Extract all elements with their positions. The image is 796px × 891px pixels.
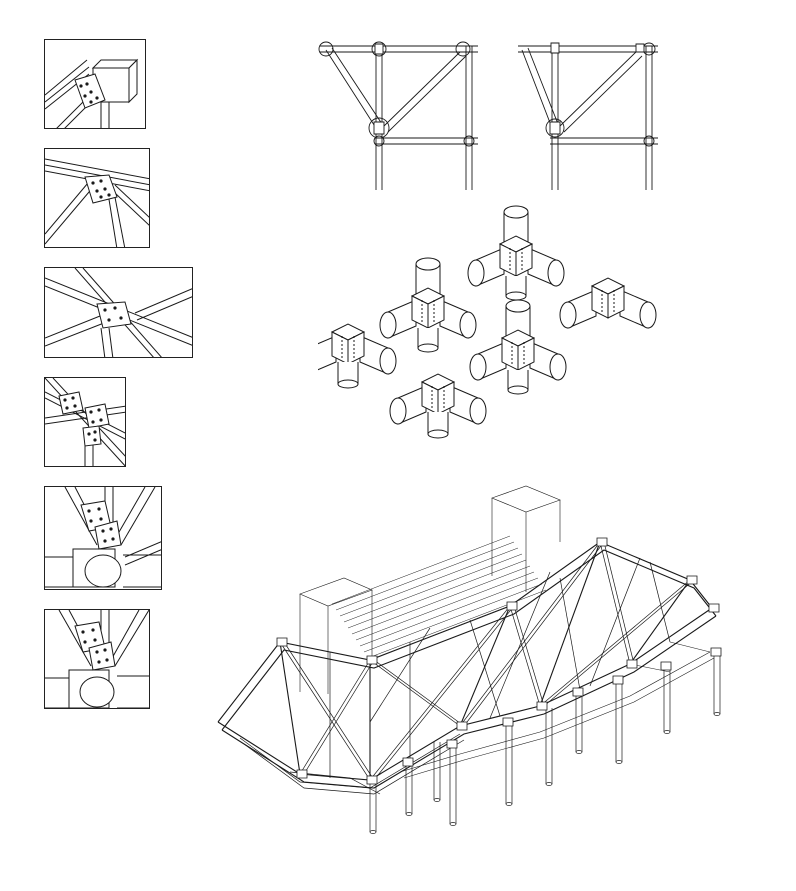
detail-panel-3 [44, 267, 193, 358]
detail-cross-bracing-plate [45, 378, 126, 467]
connector-node-6 [390, 374, 486, 438]
connector-node-5 [470, 300, 566, 394]
truss-diagonals [280, 542, 694, 780]
detail-beam-brace-gusset [45, 149, 150, 248]
detail-round-column-head-b [45, 610, 150, 708]
eaves [240, 734, 464, 794]
connector-nodes [318, 200, 657, 450]
service-box-left [300, 578, 372, 694]
detail-panel-4 [44, 377, 126, 467]
roof-edges [218, 542, 716, 788]
truss-elevation-b [518, 43, 658, 190]
isometric-roof-structure [210, 482, 796, 882]
roof-rafters [332, 536, 546, 658]
detail-panel-2 [44, 148, 150, 248]
columns [370, 652, 720, 834]
connector-node-3 [559, 277, 657, 329]
joint-nodes [277, 538, 721, 784]
service-box-right [492, 486, 560, 592]
detail-diagonal-node-gusset [45, 268, 193, 358]
connector-node-2 [380, 258, 476, 352]
detail-panel-1 [44, 39, 146, 129]
detail-panel-6 [44, 609, 150, 709]
detail-panel-5 [44, 486, 162, 590]
detail-square-post-gusset [45, 40, 146, 129]
truss-elevations [300, 30, 680, 195]
detail-round-column-head-a [45, 487, 162, 590]
truss-elevation-a [319, 42, 478, 190]
connector-node-1 [468, 206, 564, 300]
